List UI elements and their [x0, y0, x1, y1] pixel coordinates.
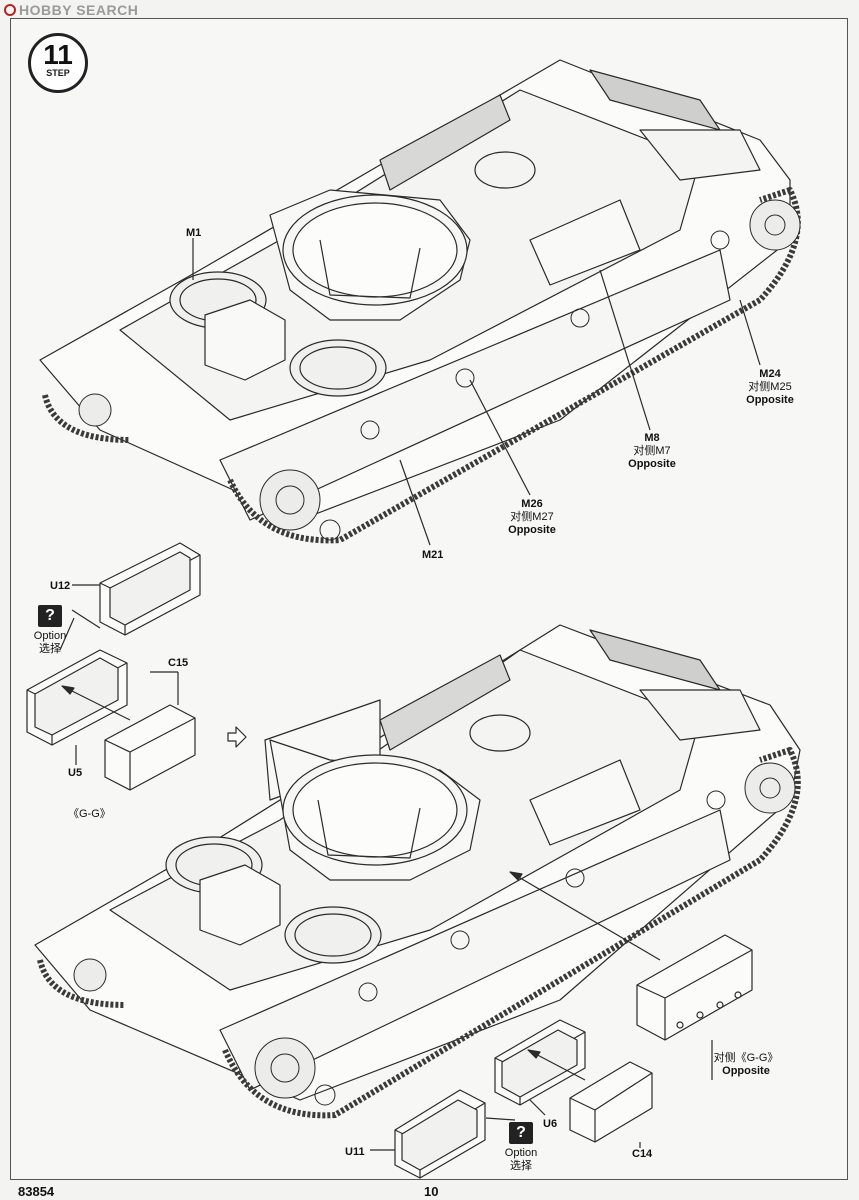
label-m21: M21: [422, 549, 444, 561]
label-c14: C14: [632, 1148, 653, 1160]
option-question-icon-bottom: ?: [509, 1122, 533, 1144]
label-m24-opposite-zh: 对侧M25: [748, 381, 792, 393]
part-c14-plate: [569, 1061, 653, 1143]
footer-product-code: 83854: [18, 1184, 55, 1199]
label-m26-opposite-en: Opposite: [508, 524, 556, 536]
label-u12: U12: [50, 580, 71, 592]
step-number: 11: [43, 39, 73, 70]
footer-page-number: 10: [424, 1184, 439, 1199]
label-gg-opposite-zh: 对侧《G-G》: [713, 1052, 779, 1064]
top-tank-hull: [39, 59, 791, 521]
label-u6: U6: [543, 1118, 558, 1130]
label-m8: M8: [644, 432, 660, 444]
part-u11-box: [394, 1089, 486, 1179]
label-m26-group: M26 对侧M27 Opposite: [502, 498, 562, 537]
label-m8-opposite-en: Opposite: [628, 458, 676, 470]
part-u5-box: [26, 649, 128, 746]
part-c15-plate: [104, 704, 196, 791]
label-option-left-zh: 选择: [39, 643, 61, 655]
part-u6-box: [494, 1019, 586, 1106]
step-label: STEP: [46, 68, 70, 78]
hobby-search-logo-icon: [4, 4, 16, 16]
label-m24: M24: [759, 368, 781, 380]
label-u5: U5: [68, 767, 83, 779]
label-option-bottom-en: Option: [504, 1147, 538, 1159]
label-gg: 《G-G》: [68, 808, 111, 820]
label-m24-opposite-en: Opposite: [746, 394, 794, 406]
label-m26-opposite-zh: 对侧M27: [510, 511, 554, 523]
label-u11: U11: [345, 1146, 365, 1158]
label-m24-group: M24 对侧M25 Opposite: [740, 368, 800, 407]
label-m1: M1: [186, 227, 202, 239]
top-tank-tracks: [42, 187, 801, 544]
label-m8-opposite-zh: 对侧M7: [633, 445, 671, 457]
label-option-left-group: Option 选择: [26, 630, 74, 656]
label-c15: C15: [168, 657, 189, 669]
bottom-tank-hull: [34, 624, 801, 1101]
watermark: HOBBY SEARCH: [4, 2, 138, 18]
bottom-tank-tracks: [37, 747, 801, 1119]
label-m26: M26: [521, 498, 543, 510]
step-badge: 11 STEP: [28, 33, 88, 93]
label-option-bottom-group: Option 选择: [497, 1147, 545, 1173]
label-m8-group: M8 对侧M7 Opposite: [622, 432, 682, 471]
label-option-bottom-zh: 选择: [510, 1160, 532, 1172]
part-u12-box: [99, 542, 201, 636]
label-option-left-en: Option: [33, 630, 67, 642]
label-gg-opposite-group: 对侧《G-G》 Opposite: [706, 1052, 786, 1078]
label-gg-opposite-en: Opposite: [722, 1065, 770, 1077]
option-question-icon-left: ?: [38, 605, 62, 627]
part-gg-box: [636, 934, 753, 1041]
watermark-text: HOBBY SEARCH: [19, 2, 139, 18]
